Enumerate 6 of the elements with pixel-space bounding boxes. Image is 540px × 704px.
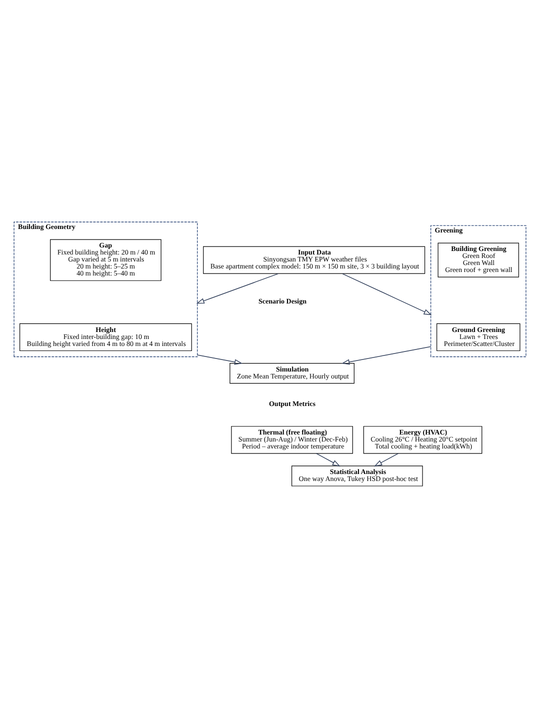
arrow bbox=[316, 453, 340, 466]
arrow bbox=[197, 354, 243, 365]
arrow bbox=[342, 346, 432, 365]
arrow bbox=[374, 453, 399, 466]
arrow bbox=[196, 273, 279, 304]
arrow bbox=[342, 273, 432, 316]
